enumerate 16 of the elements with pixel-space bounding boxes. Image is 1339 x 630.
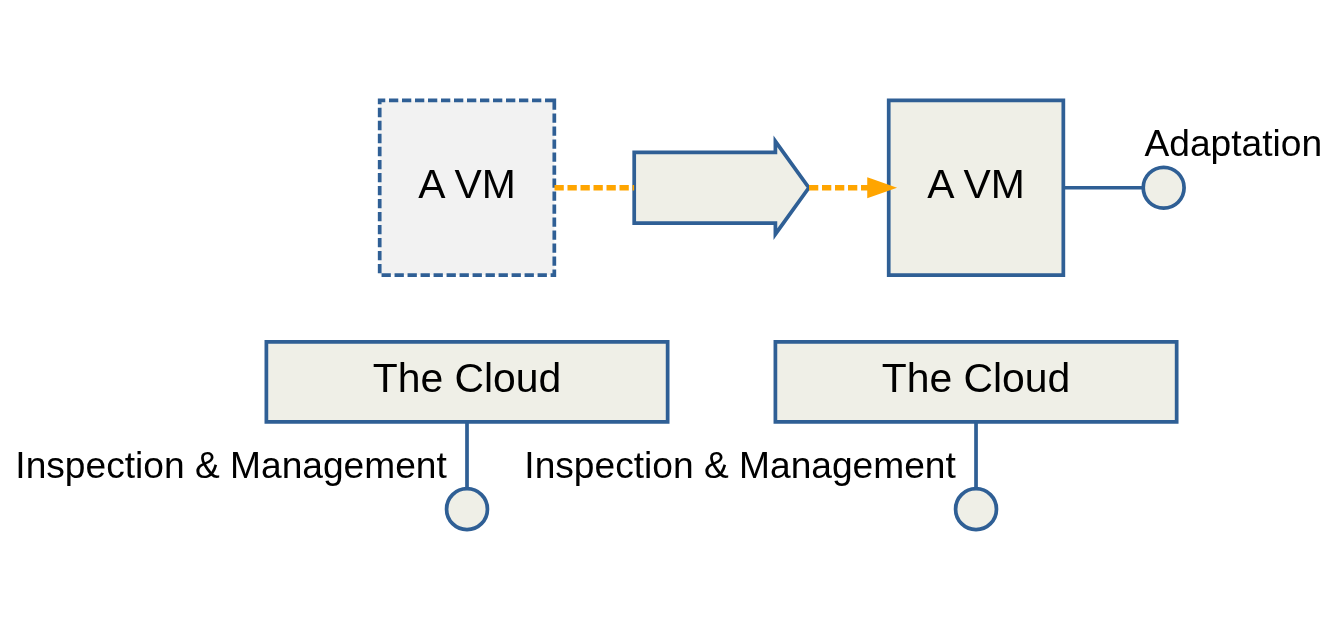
node-box: The Cloud bbox=[264, 340, 670, 424]
node-label: Inspection & Management bbox=[524, 443, 956, 486]
node-circle bbox=[444, 486, 490, 532]
node-box: The Cloud bbox=[773, 340, 1179, 424]
connector bbox=[465, 422, 469, 489]
connector bbox=[974, 422, 978, 489]
node-box: A VM bbox=[377, 98, 557, 277]
node-label: Inspection & Management bbox=[15, 443, 447, 486]
node-box: A VM bbox=[886, 98, 1066, 277]
arrow bbox=[809, 177, 898, 199]
node-label: Adaptation bbox=[1144, 122, 1323, 165]
node-circle bbox=[953, 486, 999, 532]
node-circle bbox=[1141, 165, 1186, 211]
node-arrow bbox=[632, 135, 812, 240]
connector bbox=[1063, 185, 1143, 190]
connector bbox=[554, 184, 635, 191]
